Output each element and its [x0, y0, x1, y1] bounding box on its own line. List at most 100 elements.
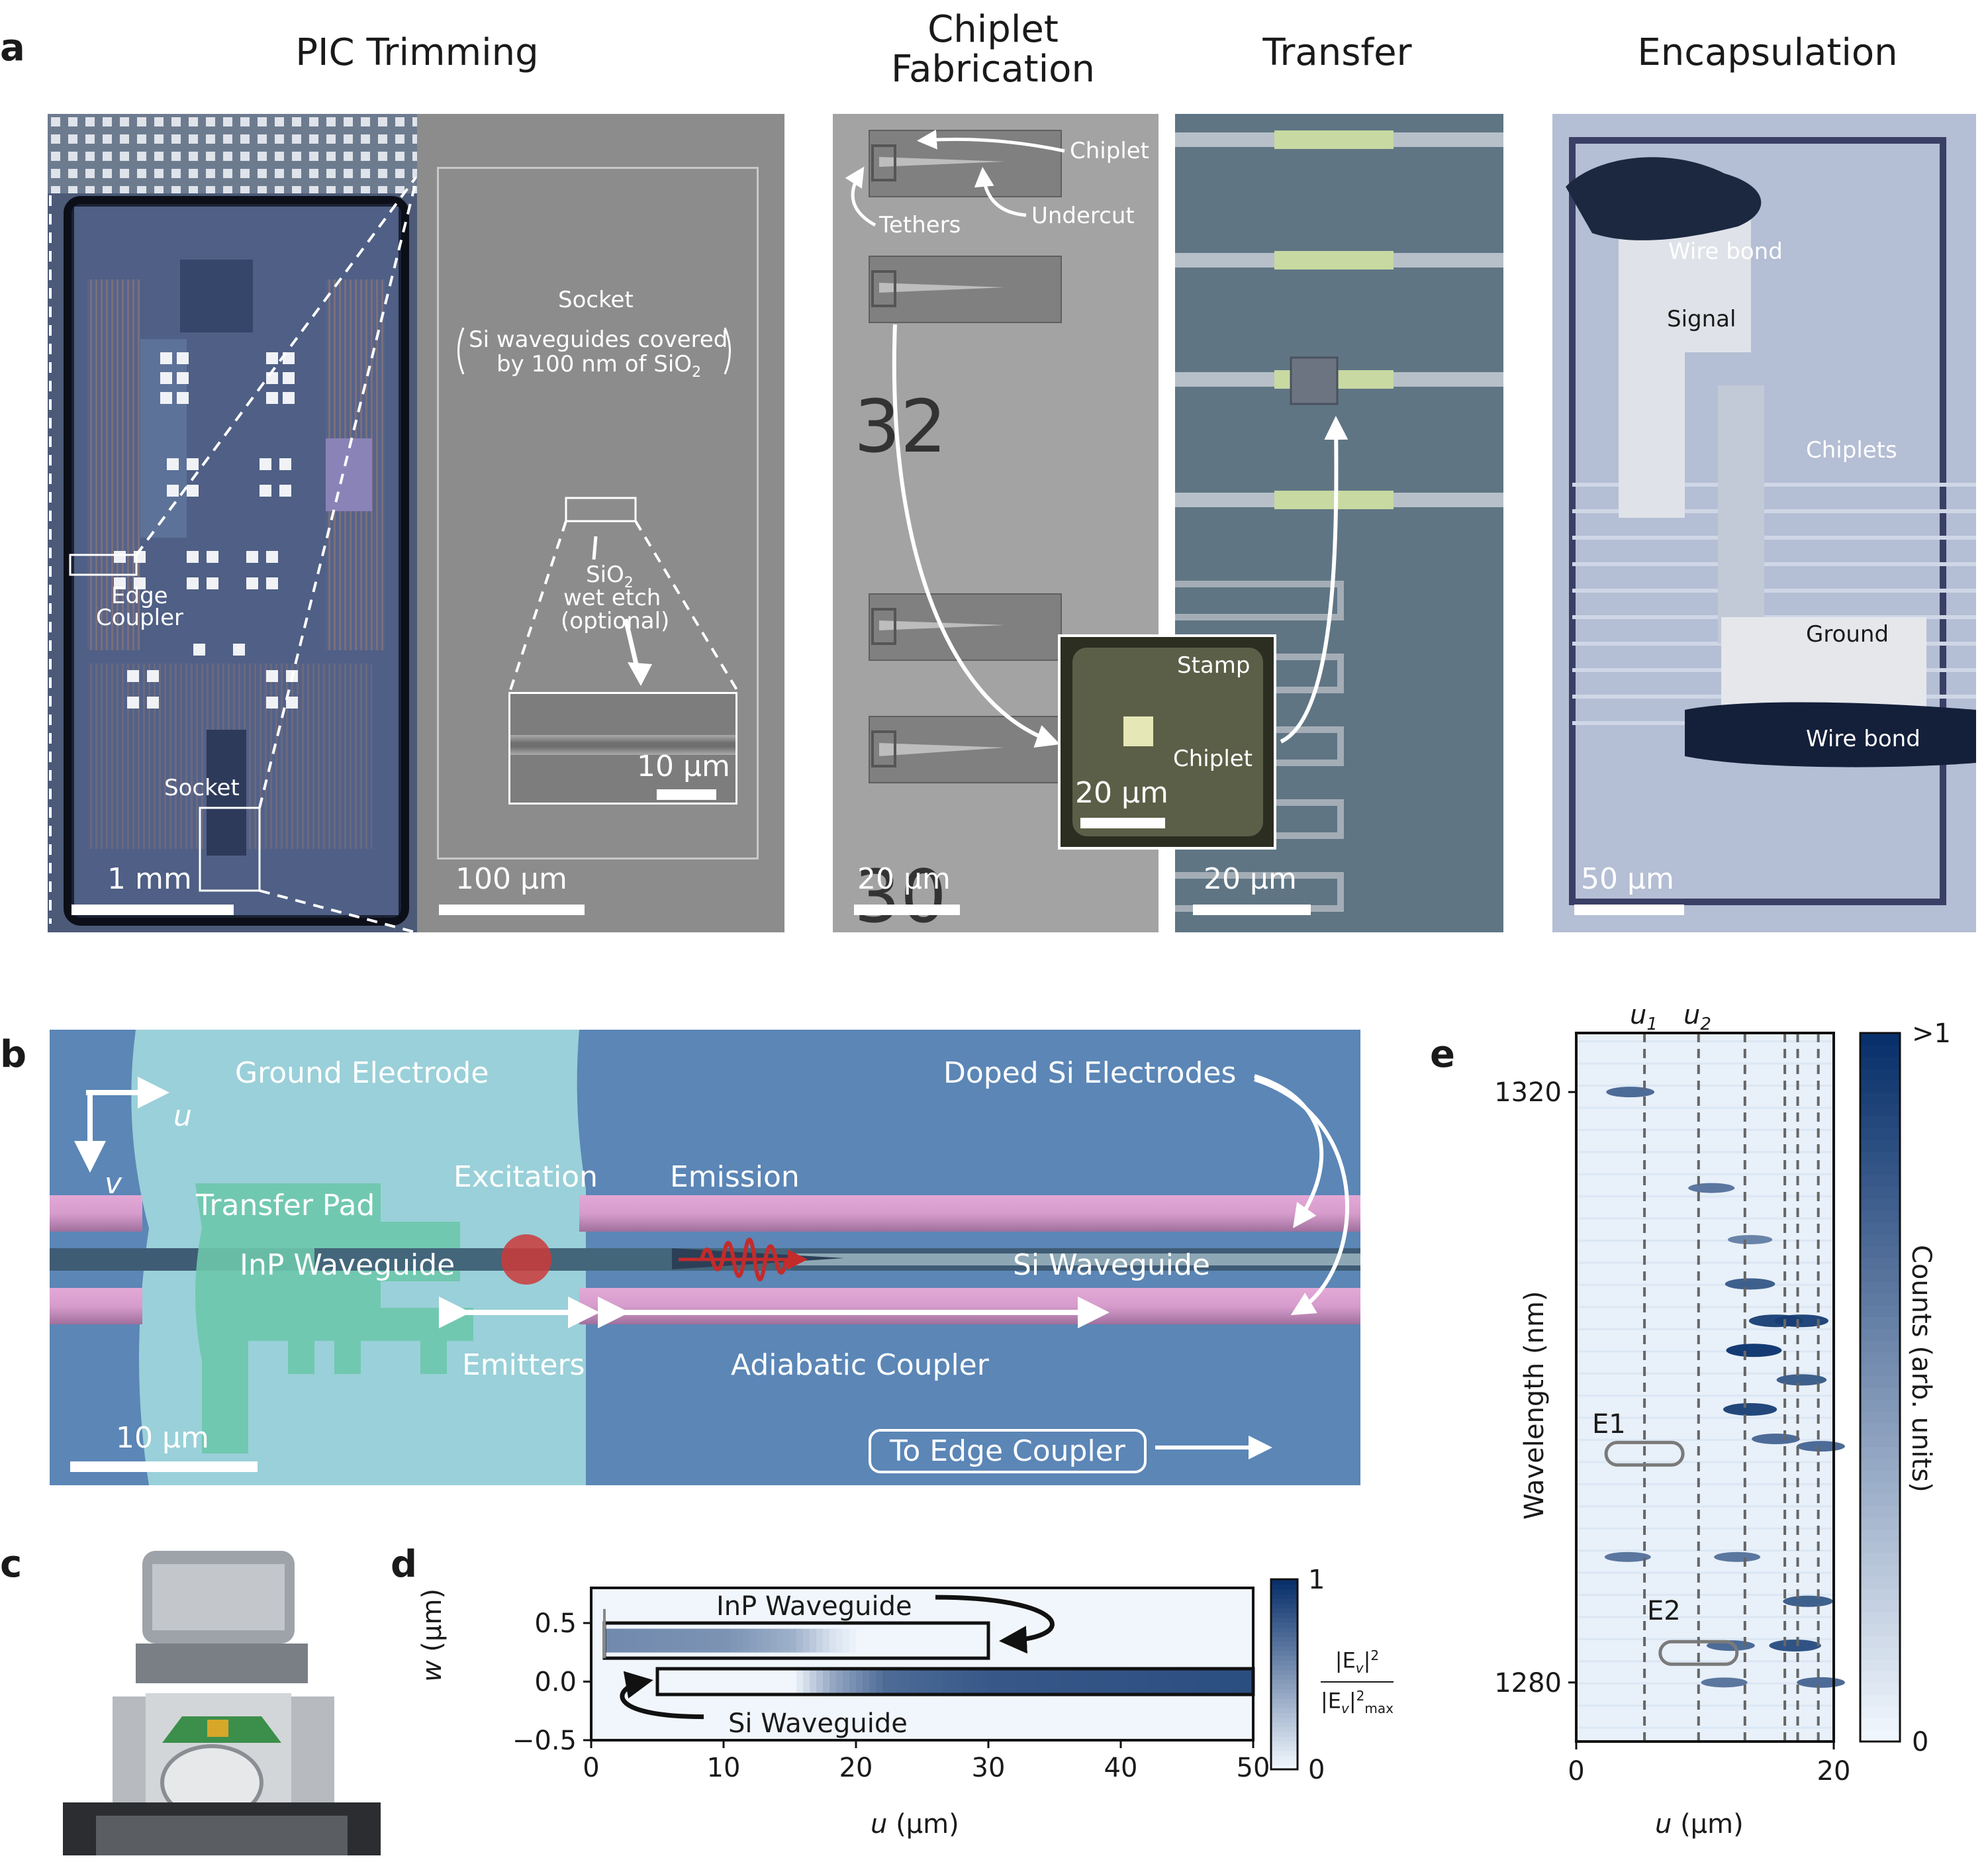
d-cbar-cell [1271, 1589, 1298, 1595]
d-field-cell [1220, 1667, 1227, 1696]
panel-label-a: a [0, 26, 25, 70]
e-ytick-label: 1320 [1494, 1077, 1562, 1108]
e-cbar-cell [1860, 1671, 1900, 1683]
d-field-cell [988, 1667, 996, 1696]
e-cbar-cell [1860, 1552, 1900, 1565]
e-e2-label: E2 [1647, 1596, 1681, 1626]
d-ytick-label: −0.5 [512, 1726, 577, 1756]
e-cbar-cell [1860, 1092, 1900, 1105]
e-cbar-label: Counts (arb. units) [1906, 1245, 1936, 1493]
e-cbar-cell [1860, 1588, 1900, 1600]
e-bg-line [1576, 1173, 1834, 1175]
d-field-cell [697, 1628, 704, 1653]
d-cbar-cell [1271, 1764, 1298, 1770]
transfer-scale-bar [1193, 905, 1311, 915]
d-cbar-cell [1271, 1731, 1298, 1737]
d-field-cell [1008, 1667, 1016, 1696]
title-pic-trimming: PIC Trimming [295, 31, 539, 74]
d-field-cell [1088, 1667, 1095, 1696]
e-cbar-cell [1860, 1422, 1900, 1436]
e-bg-line [1576, 1261, 1834, 1264]
d-field-cell [843, 1667, 850, 1696]
d-field-cell [843, 1628, 850, 1653]
pic-scale-text: 1 mm [107, 862, 192, 896]
e-emission-spot [1604, 1551, 1651, 1562]
d-cbar-cell [1271, 1602, 1298, 1609]
d-field-cell [1207, 1667, 1214, 1696]
d-field-cell [1068, 1667, 1075, 1696]
d-si-label: Si Waveguide [728, 1708, 908, 1739]
d-field-cell [863, 1667, 870, 1696]
d-field-cell [611, 1628, 618, 1653]
e-cbar-cell [1860, 1257, 1900, 1270]
title-transfer: Transfer [1262, 31, 1412, 74]
e-bg-line [1576, 1616, 1834, 1618]
sem-scale-text: 100 μm [455, 862, 567, 896]
d-field-cell [955, 1667, 963, 1696]
e-cbar-cell [1860, 1399, 1900, 1412]
e-cbar-cell [1860, 1576, 1900, 1589]
panel-label-c: c [0, 1543, 23, 1586]
d-field-cell [763, 1628, 771, 1653]
d-field-cell [730, 1628, 737, 1653]
e-bg-line [1576, 1461, 1834, 1463]
stamp-scale-text: 20 μm [1075, 776, 1168, 810]
d-cbar-cell [1271, 1631, 1298, 1638]
e-bg-line [1576, 1306, 1834, 1308]
e-cbar-cell [1860, 1446, 1900, 1459]
d-field-cell [829, 1628, 837, 1653]
d-cbar-cell [1271, 1698, 1298, 1704]
d-cbar-cell [1271, 1636, 1298, 1642]
d-cbar-cell [1271, 1659, 1298, 1666]
e-bg-line [1576, 1217, 1834, 1220]
d-cbar-cell [1271, 1745, 1298, 1751]
d-field-cell [816, 1667, 824, 1696]
d-field-cell [995, 1667, 1002, 1696]
d-field-cell [1015, 1667, 1022, 1696]
d-cbar-cell [1271, 1683, 1298, 1690]
d-field-cell [664, 1628, 671, 1653]
e-cbar-cell [1860, 1293, 1900, 1306]
e-bg-line [1576, 1638, 1834, 1640]
d-field-cell [783, 1628, 790, 1653]
d-field-cell [929, 1667, 936, 1696]
d-cbar-cell [1271, 1712, 1298, 1718]
d-field-cell [631, 1628, 638, 1653]
d-xtick-label: 10 [707, 1753, 741, 1783]
e-cbar-cell [1860, 1351, 1900, 1365]
d-field-cell [624, 1628, 632, 1653]
stamp-scale-bar [1080, 818, 1165, 828]
b-emission: Emission [670, 1160, 800, 1194]
b-to-edge-coupler[interactable]: To Edge Coupler [869, 1429, 1147, 1473]
e-cbar-cell [1860, 1635, 1900, 1648]
e-cbar-cell [1860, 1375, 1900, 1388]
d-cbar-cell [1271, 1689, 1298, 1694]
d-ytick-label: 0.5 [534, 1608, 577, 1639]
d-field-cell [684, 1628, 691, 1653]
d-field-cell [690, 1628, 698, 1653]
d-cbar-cell [1271, 1645, 1298, 1651]
d-cbar-cell [1271, 1598, 1298, 1604]
d-si-arrow [620, 1671, 704, 1720]
e-cbar-cell [1860, 1115, 1900, 1128]
d-cbar-cell [1271, 1707, 1298, 1713]
d-field-cell [1055, 1667, 1062, 1696]
d-field-cell [1074, 1667, 1082, 1696]
sem-inset-image [508, 692, 737, 805]
d-field-cell [1041, 1667, 1049, 1696]
d-field-cell [949, 1667, 956, 1696]
d-field-cell [823, 1628, 830, 1653]
pic-socket-label: Socket [164, 775, 240, 801]
e-emission-spot [1701, 1677, 1748, 1688]
encap-wire-bond-top: Wire bond [1668, 238, 1783, 265]
e-bg-line [1576, 1660, 1834, 1663]
e-cbar-cell [1860, 1044, 1900, 1057]
d-xlabel: u (μm) [871, 1809, 959, 1840]
d-inp-arrow [935, 1595, 1055, 1654]
socket-outline [437, 167, 759, 859]
e-cbar-cell [1860, 1529, 1900, 1542]
sem-etch-2: wet etch [563, 585, 661, 611]
d-field-cell [916, 1667, 923, 1696]
d-field-cell [962, 1667, 969, 1696]
